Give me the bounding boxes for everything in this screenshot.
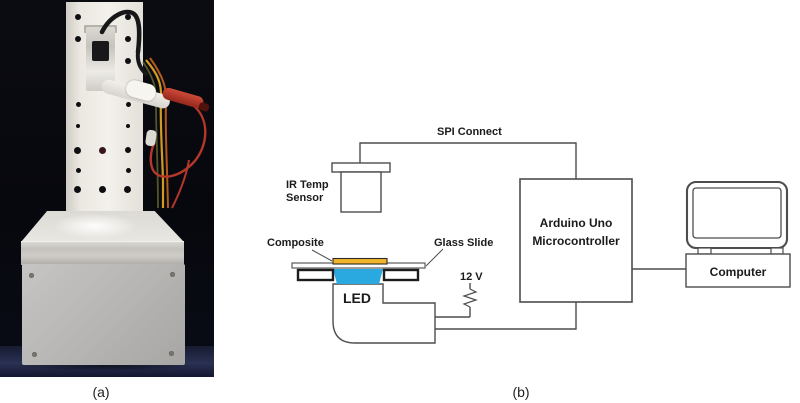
column-hole — [76, 168, 81, 173]
slide-holder-right — [382, 268, 420, 282]
resistor-zigzag — [462, 288, 478, 308]
black-cable — [99, 9, 142, 55]
screw — [29, 273, 34, 278]
column-hole — [99, 147, 106, 154]
composite-leader-line — [311, 249, 333, 262]
column-hole — [99, 186, 106, 193]
glass-slide-label: Glass Slide — [434, 237, 494, 249]
monitor-foot-left — [697, 247, 712, 255]
red-wire — [149, 104, 207, 178]
computer-label: Computer — [709, 265, 767, 279]
column-hole — [125, 14, 131, 20]
column-hole — [124, 186, 131, 193]
column-hole — [126, 124, 130, 128]
ir-sensor-flange — [331, 162, 391, 173]
column-hole — [74, 186, 81, 193]
red-wire — [171, 159, 190, 209]
computer-screen — [692, 187, 782, 239]
column-hole — [125, 36, 131, 42]
led-beam — [333, 269, 383, 284]
ir-temp-sensor-label-line1: IR Temp — [286, 179, 329, 191]
composite-strip — [332, 257, 388, 265]
column-hole — [74, 147, 81, 154]
spi-wire — [359, 142, 577, 179]
column-hole — [125, 58, 131, 64]
ir-temp-sensor-label: IR Temp Sensor — [286, 179, 329, 205]
enclosure-box — [22, 264, 185, 365]
voltage-label: 12 V — [460, 271, 483, 283]
ir-temp-sensor-label-line2: Sensor — [286, 192, 324, 204]
caption-a: (a) — [92, 384, 110, 400]
column-hole — [76, 102, 81, 107]
monitor-foot-right — [770, 247, 784, 255]
column-hole — [76, 124, 80, 128]
screw — [170, 272, 175, 277]
screw — [32, 352, 37, 357]
spi-connect-label: SPI Connect — [437, 126, 502, 138]
column-hole — [125, 147, 131, 153]
led-label: LED — [343, 290, 371, 306]
box-shadow — [12, 361, 198, 371]
led-housing — [332, 283, 436, 344]
ir-sensor-body — [340, 171, 382, 213]
computer-base — [685, 253, 791, 288]
screw — [169, 351, 174, 356]
glass-slide-leader-line — [425, 248, 444, 267]
column-hole — [126, 102, 131, 107]
column-hole — [75, 14, 81, 20]
column-hole — [75, 36, 81, 42]
arduino-label-line2: Microcontroller — [532, 234, 620, 248]
apparatus-photo — [0, 0, 214, 377]
led-data-wire — [435, 302, 577, 330]
black-cable — [135, 50, 148, 76]
composite-label: Composite — [267, 237, 324, 249]
ir-sensor-module — [92, 41, 109, 61]
arduino-label: Arduino Uno Microcontroller — [520, 217, 632, 247]
arduino-box — [519, 178, 633, 303]
column-hole — [126, 168, 131, 173]
green-wire — [142, 61, 159, 209]
caption-b: (b) — [512, 384, 530, 400]
slide-holder-left — [296, 268, 335, 282]
acrylic-stage-front — [21, 241, 184, 265]
acrylic-frosted-center — [55, 214, 135, 238]
arduino-label-line1: Arduino Uno — [539, 216, 613, 230]
